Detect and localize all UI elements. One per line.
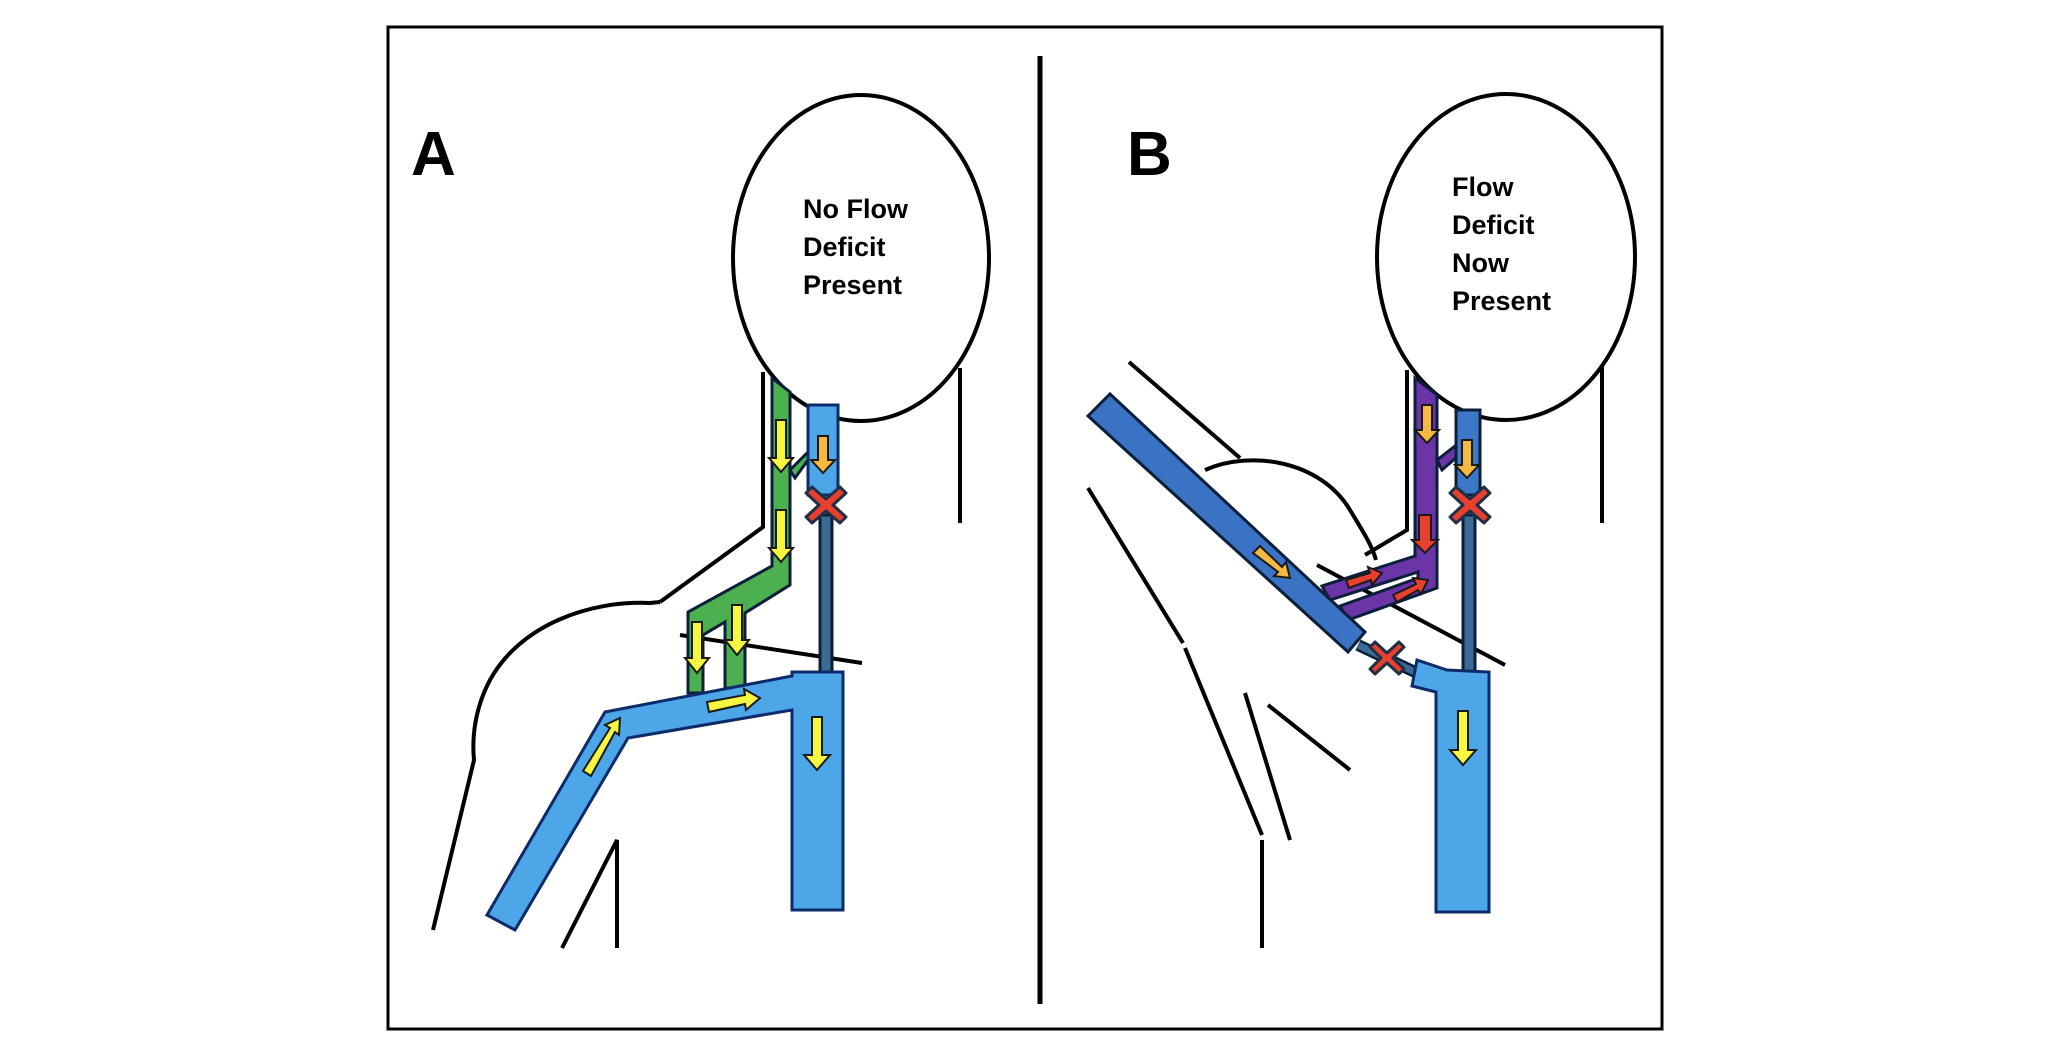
- ellipse-b-line-4: Present: [1452, 286, 1551, 316]
- arrow-down-icon: [722, 604, 752, 657]
- occlusion-x-icon: [1448, 485, 1492, 525]
- occlusion-x-icon: [1368, 640, 1406, 676]
- shoulder-outline: [431, 600, 661, 931]
- neck-left-outline: [1363, 370, 1409, 557]
- panel-a-body-outline: [431, 368, 962, 949]
- panel-a: A No Flow Deficit Present: [411, 93, 991, 949]
- arrow-down-icon: [766, 509, 796, 564]
- ellipse-a-line-1: No Flow: [803, 194, 909, 224]
- ellipse-a-line-2: Deficit: [803, 232, 886, 262]
- thin-vessel-b: [1461, 513, 1477, 677]
- occlusion-x-icon: [804, 485, 848, 525]
- neck-left-outline: [658, 372, 765, 604]
- ellipse-b-line-3: Now: [1452, 248, 1510, 278]
- arrow-down-icon: [766, 419, 796, 474]
- arrow-down-icon: [1447, 710, 1479, 767]
- ellipse-b-line-1: Flow: [1452, 172, 1514, 202]
- chest-line: [560, 839, 619, 949]
- raised-arm-vessel: [1085, 391, 1368, 655]
- panel-b-label: B: [1127, 120, 1172, 189]
- arrow-down-icon: [1409, 514, 1441, 555]
- chest-line-1: [1243, 692, 1292, 841]
- panel-a-label: A: [411, 120, 456, 189]
- main-vein-a: [484, 670, 845, 933]
- arrow-down-icon: [682, 621, 712, 675]
- ellipse-a-line-3: Present: [803, 270, 902, 300]
- arrow-down-icon: [1412, 404, 1442, 445]
- head-ellipse-b: [1375, 92, 1637, 422]
- upper-arm-outline: [1127, 360, 1242, 460]
- armpit-curve: [1204, 458, 1378, 561]
- arrow-right-icon: [1344, 565, 1384, 590]
- main-vein-b: [1410, 658, 1491, 914]
- head-ellipse-a: [731, 93, 991, 423]
- thin-vessel-a: [818, 513, 834, 677]
- chest-line-2: [1266, 703, 1352, 772]
- arrows-a: [581, 419, 838, 778]
- ellipse-b-line-2: Deficit: [1452, 210, 1535, 240]
- arrow-down-icon: [1452, 439, 1482, 480]
- arrows-b: [1251, 404, 1482, 767]
- arrow-up-right-icon: [581, 716, 622, 778]
- flank-outline: [1183, 647, 1264, 836]
- lower-arm-outline: [1086, 486, 1185, 645]
- arrow-right-icon: [1391, 576, 1430, 604]
- arrow-down-icon: [808, 435, 838, 475]
- arrow-down-right-icon: [1251, 544, 1292, 580]
- arrow-down-icon: [801, 716, 833, 772]
- panel-b: B Flow Deficit Now Present: [1085, 92, 1637, 948]
- arrow-right-icon: [705, 687, 762, 714]
